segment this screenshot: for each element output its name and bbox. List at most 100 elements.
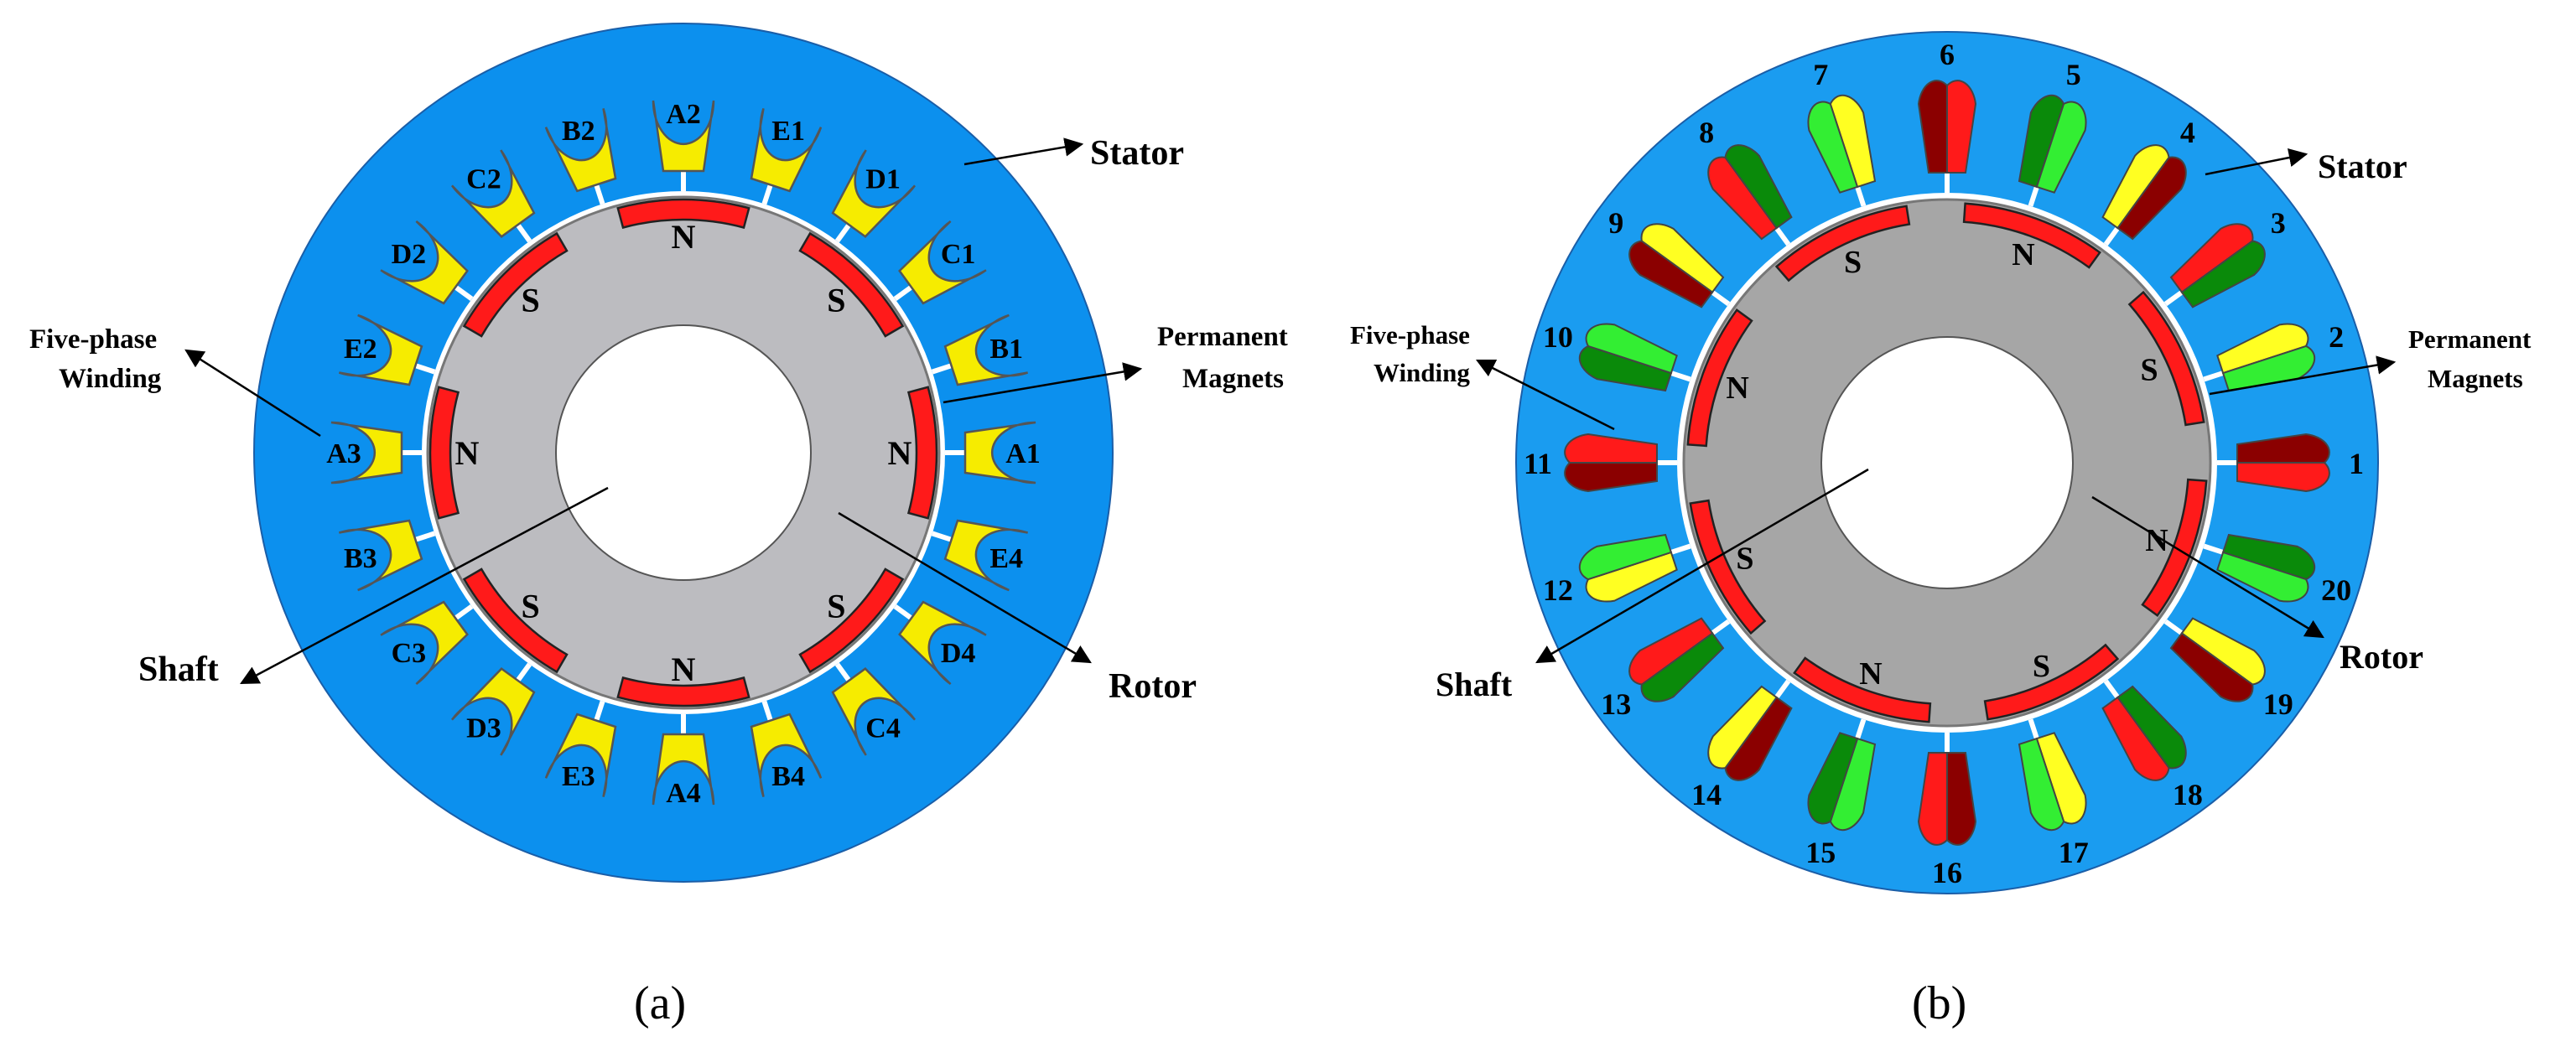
panel-b-slot-opening bbox=[2163, 619, 2184, 635]
panel-b-slot-number: 1 bbox=[2349, 447, 2364, 480]
panel-a-slot-opening bbox=[514, 221, 532, 243]
panel-b-slot-opening bbox=[1711, 619, 1731, 635]
panel-b-coil-half bbox=[1707, 156, 1778, 241]
panel-b-coil-half bbox=[2035, 101, 2087, 194]
panel-a-coil-c3 bbox=[380, 600, 469, 686]
panel-b-coil-half bbox=[1707, 685, 1778, 770]
panel-b-coil-half bbox=[1724, 144, 1793, 230]
panel-b-slot-number: 7 bbox=[1813, 58, 1828, 91]
panel-a-slot-label: B2 bbox=[562, 116, 595, 147]
panel-b-magnet bbox=[1686, 308, 1753, 448]
panel-a-pole-label: S bbox=[521, 587, 539, 624]
panel-a-permanent-magnets bbox=[428, 198, 938, 707]
panel-b-coil-half bbox=[2216, 323, 2309, 375]
panel-b-coil-half bbox=[2169, 223, 2254, 293]
panel-b-coil-half bbox=[1829, 94, 1877, 189]
panel-a-coil-c4 bbox=[831, 667, 917, 756]
panel-b-slot-opening bbox=[1855, 718, 1867, 739]
panel-a-pole-label: S bbox=[827, 587, 845, 624]
panel-a-slot-label: A1 bbox=[1005, 438, 1041, 469]
panel-a-coil-b2 bbox=[544, 108, 617, 193]
panel-a-winding-label-line2: Winding bbox=[59, 364, 162, 394]
panel-b-magnet bbox=[1962, 202, 2101, 269]
panel-b-coil-half bbox=[2236, 462, 2330, 493]
panel-a-slot-opening bbox=[413, 531, 436, 543]
panel-b-coil-half bbox=[2169, 632, 2254, 702]
panel-a-magnets-label-line2: Magnets bbox=[1182, 364, 1284, 394]
panel-a-pole-label: S bbox=[521, 282, 539, 319]
panel-b-coil-half bbox=[2101, 696, 2170, 781]
panel-a-slot-label: C1 bbox=[941, 239, 976, 270]
panel-b-shaft-label: Shaft bbox=[1436, 666, 1513, 703]
panel-a-shaft-arrow bbox=[240, 486, 609, 685]
panel-b-stator-slots bbox=[1564, 80, 2330, 846]
panel-b-coil-half bbox=[1724, 696, 1793, 781]
panel-b-coil-half bbox=[1917, 752, 1948, 846]
panel-b-slot-number: 9 bbox=[1608, 206, 1623, 240]
panel-b-pole-label: S bbox=[2141, 353, 2158, 388]
panel-a-coil-d4 bbox=[898, 600, 987, 686]
panel-a-coil-e2 bbox=[339, 314, 423, 386]
panel-b-magnets-label-line2: Magnets bbox=[2428, 364, 2523, 393]
panel-b-slot-number: 16 bbox=[1932, 856, 1962, 889]
panel-a-slot-opening bbox=[413, 362, 436, 375]
panel-a-slot-label: D4 bbox=[941, 638, 976, 669]
panel-a-winding-label-line1: Five-phase bbox=[29, 324, 157, 355]
panel-b-magnet bbox=[2127, 290, 2205, 427]
panel-a-magnet bbox=[798, 567, 905, 674]
panel-a-caption: (a) bbox=[634, 977, 686, 1029]
panel-a-magnet bbox=[428, 386, 460, 520]
panel-a-coil-e4 bbox=[943, 519, 1028, 592]
panel-b-pole-label: S bbox=[1844, 245, 1862, 280]
panel-b-coil-half bbox=[2116, 685, 2187, 770]
panel-b-pole-label: N bbox=[1726, 371, 1748, 406]
panel-a-slot-opening bbox=[452, 604, 474, 622]
panel-b-coil-half bbox=[1640, 223, 1725, 293]
panel-b-slot-number: 19 bbox=[2263, 687, 2293, 721]
panel-b-winding-label-line1: Five-phase bbox=[1350, 320, 1470, 350]
panel-a-slot-label: C4 bbox=[865, 713, 901, 744]
panel-a-slot-label: B3 bbox=[344, 543, 377, 574]
panel-b-slot-number: 20 bbox=[2321, 573, 2351, 607]
panel-b-stator-label: Stator bbox=[2318, 148, 2407, 185]
panel-b-slot-opening bbox=[2203, 371, 2224, 382]
panel-b-rotor-label: Rotor bbox=[2340, 638, 2423, 676]
panel-a-pole-label: N bbox=[888, 434, 912, 472]
panel-a-slot-opening bbox=[893, 604, 915, 622]
panel-a-slot-label: D2 bbox=[392, 239, 427, 270]
panel-b-slot-opening bbox=[1774, 226, 1791, 246]
panel-b-slot-opening bbox=[2103, 226, 2120, 246]
panel-a-coil-e3 bbox=[544, 713, 617, 797]
panel-b-coil-half bbox=[2018, 737, 2065, 832]
panel-b-slot-opening bbox=[1855, 186, 1867, 207]
panel-b-slot-number: 12 bbox=[1543, 573, 1573, 607]
panel-b-coil-half bbox=[2180, 617, 2266, 686]
panel-a-slot-label: E4 bbox=[989, 543, 1023, 574]
panel-a-slot-opening bbox=[593, 700, 605, 723]
panel-a-slot-label: B1 bbox=[989, 334, 1023, 365]
panel-a-coil-a1 bbox=[963, 421, 1036, 485]
panel-a-pole-label: N bbox=[672, 650, 696, 688]
panel-b-slot-number: 6 bbox=[1940, 38, 1955, 71]
panel-b-slot-number: 8 bbox=[1699, 116, 1714, 149]
panel-a-slot-label: A2 bbox=[666, 99, 701, 130]
panel-b-stator-arrow bbox=[2205, 148, 2309, 176]
panel-b-coil-half bbox=[2018, 94, 2065, 189]
panel-a-magnet bbox=[462, 567, 569, 674]
panel-a-slot-label: B4 bbox=[771, 761, 805, 792]
panel-b-coil-half bbox=[1807, 101, 1859, 194]
panel-a-slot-opening bbox=[834, 221, 853, 243]
panel-b-magnets-label-line1: Permanent bbox=[2408, 324, 2532, 354]
panel-b-slot-number: 18 bbox=[2173, 778, 2203, 811]
panel-b-magnet bbox=[1793, 656, 1932, 723]
panel-b-magnet bbox=[1689, 499, 1767, 635]
panel-b-slot-number: 13 bbox=[1601, 687, 1631, 721]
panel-a-pole-label: N bbox=[455, 434, 480, 472]
panel-b-coil-half bbox=[1564, 433, 1658, 464]
panel-b-coil-half bbox=[2180, 240, 2266, 308]
